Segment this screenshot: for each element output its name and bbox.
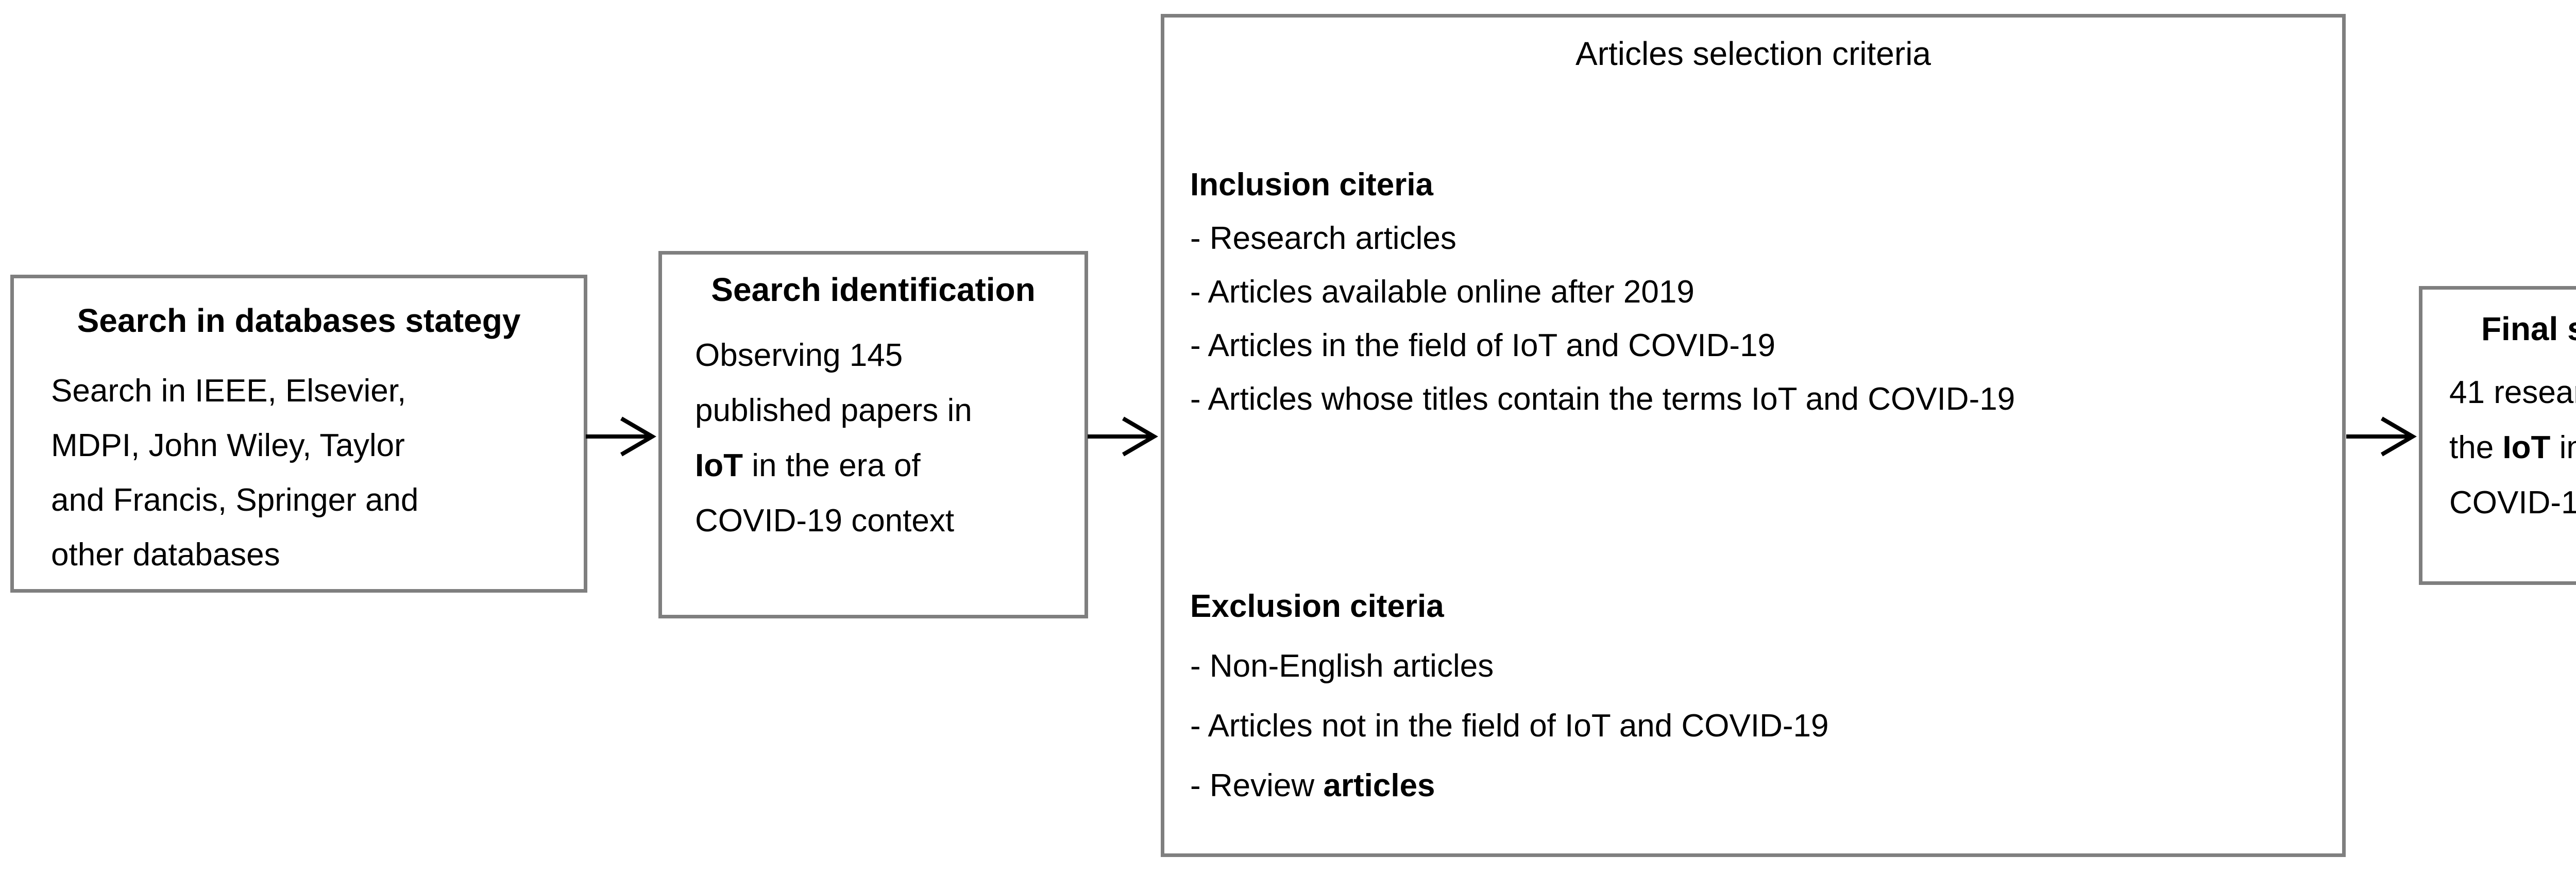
bold-text-segment: articles <box>1323 768 1435 803</box>
text-line: - Articles available online after 2019 <box>1190 265 2342 319</box>
text-line: - Research articles <box>1190 212 2342 265</box>
text-segment: COVID-19 context <box>695 503 955 539</box>
text-line: and Francis, Springer and <box>51 473 584 528</box>
text-segment: - Articles available online after 2019 <box>1190 274 1694 310</box>
text-line: - Articles not in the field of IoT and C… <box>1190 696 2342 756</box>
text-segment: published papers in <box>695 393 972 428</box>
inclusion-criteria-section: Inclusion citeria - Research articles - A… <box>1190 158 2342 426</box>
text-line: MDPI, John Wiley, Taylor <box>51 418 584 473</box>
text-segment: in the era of <box>742 448 921 483</box>
text-line: published papers in <box>695 383 1084 438</box>
box-search-identification: Search identification Observing 145 publi… <box>658 251 1088 618</box>
text-segment: - Articles whose titles contain the term… <box>1190 381 2015 417</box>
text-line: 41 research studies in <box>2449 365 2576 420</box>
text-line: COVID-19 <box>2449 475 2576 530</box>
box-selection-criteria: Articles selection criteria Inclusion ci… <box>1161 14 2346 857</box>
box-final-selected-studies-body: 41 research studies in the IoT in the era… <box>2449 365 2576 530</box>
text-line: Observing 145 <box>695 328 1084 383</box>
text-segment: - Articles in the field of IoT and COVID… <box>1190 328 1776 363</box>
bold-text-segment: IoT <box>2502 430 2551 465</box>
text-line: - Non-English articles <box>1190 636 2342 696</box>
text-segment: other databases <box>51 537 280 573</box>
text-segment: - Non-English articles <box>1190 648 1494 684</box>
text-segment: the <box>2449 430 2503 465</box>
text-line: - Articles whose titles contain the term… <box>1190 373 2342 426</box>
text-segment: COVID-19 <box>2449 485 2576 521</box>
text-segment: Search in IEEE, Elsevier, <box>51 373 406 409</box>
text-segment: 41 research studies in <box>2449 375 2576 410</box>
box-search-identification-body: Observing 145 published papers in IoT in t… <box>695 328 1084 548</box>
text-segment: MDPI, John Wiley, Taylor <box>51 428 405 463</box>
inclusion-criteria-heading: Inclusion citeria <box>1190 167 1434 203</box>
arrow-right-icon <box>584 415 657 458</box>
exclusion-criteria-section: Exclusion citeria - Non-English articles… <box>1190 577 2342 816</box>
arrow-right-icon <box>1086 415 1159 458</box>
text-line: COVID-19 context <box>695 493 1084 548</box>
exclusion-criteria-list: - Non-English articles - Articles not in … <box>1190 636 2342 816</box>
box-search-strategy-title: Search in databases stategy <box>77 302 521 339</box>
text-segment: - Research articles <box>1190 221 1456 256</box>
text-segment: in the era of <box>2559 430 2576 465</box>
text-line: IoT in the era of <box>695 438 1084 493</box>
text-line: - Review articles <box>1190 756 2342 816</box>
text-segment: - Articles not in the field of IoT and C… <box>1190 708 1829 744</box>
text-segment: - Review <box>1190 768 1324 803</box>
box-search-strategy: Search in databases stategy Search in IE… <box>10 275 587 593</box>
text-segment: and Francis, Springer and <box>51 482 419 518</box>
arrow-right-icon <box>2345 415 2418 458</box>
text-line: other databases <box>51 528 584 582</box>
box-selection-criteria-title: Articles selection criteria <box>1575 35 1931 72</box>
text-line: - Articles in the field of IoT and COVID… <box>1190 319 2342 373</box>
bold-text-segment: IoT <box>695 448 743 483</box>
text-line: Search in IEEE, Elsevier, <box>51 364 584 418</box>
box-search-identification-title: Search identification <box>711 271 1036 308</box>
inclusion-criteria-list: - Research articles - Articles available … <box>1190 212 2342 426</box>
box-search-strategy-body: Search in IEEE, Elsevier, MDPI, John Wile… <box>51 364 584 582</box>
text-segment: Observing 145 <box>695 338 903 373</box>
box-final-selected-studies: Final selected studies 41 research studi… <box>2419 286 2576 585</box>
exclusion-criteria-heading: Exclusion citeria <box>1190 589 1444 624</box>
box-final-selected-studies-title: Final selected studies <box>2481 310 2576 347</box>
text-line: the IoT in the era of <box>2449 420 2576 475</box>
